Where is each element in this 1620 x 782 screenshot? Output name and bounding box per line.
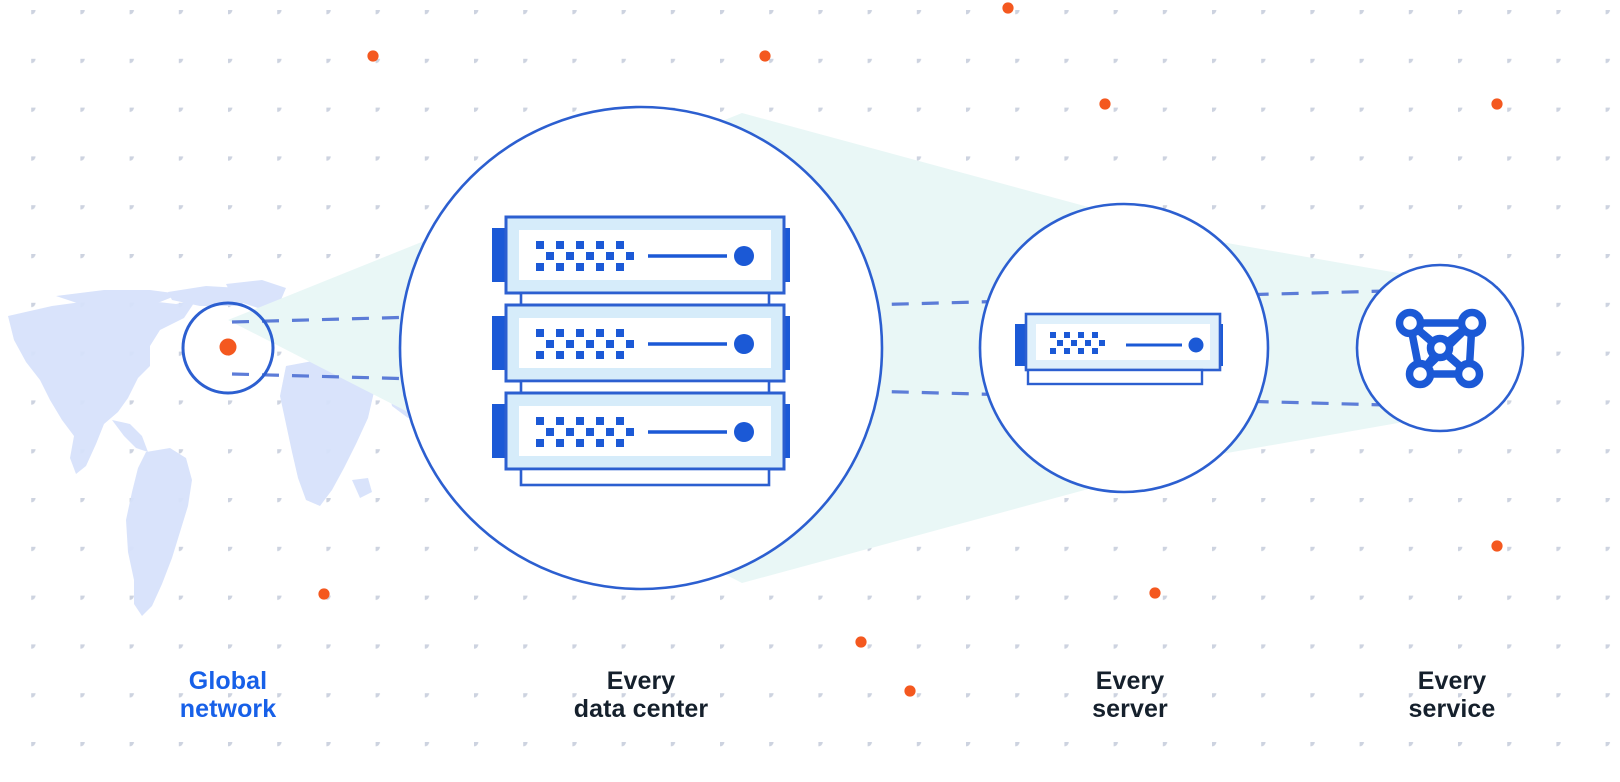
network-mesh-icon <box>1395 308 1487 389</box>
mesh-node <box>1454 359 1484 389</box>
status-led <box>734 422 754 442</box>
accent-dot <box>1491 540 1503 552</box>
rack-unit <box>492 215 790 311</box>
vent-dots <box>536 417 634 447</box>
status-led <box>734 246 754 266</box>
accent-dot <box>759 50 771 62</box>
status-led <box>1188 337 1204 353</box>
accent-dot <box>1002 2 1014 14</box>
map-location-marker <box>219 338 237 356</box>
vent-dots <box>536 241 634 271</box>
accent-dots <box>318 2 1503 697</box>
accent-dot <box>1099 98 1111 110</box>
mesh-node <box>1426 334 1454 362</box>
accent-dot <box>1149 587 1161 599</box>
accent-dot <box>367 50 379 62</box>
accent-dot <box>855 636 867 648</box>
accent-dot <box>318 588 330 600</box>
mesh-node <box>1405 359 1435 389</box>
server-rack-illustration <box>492 215 790 487</box>
accent-dot <box>904 685 916 697</box>
mesh-node <box>1395 308 1425 338</box>
vent-dots <box>536 329 634 359</box>
single-server-illustration <box>1015 312 1223 386</box>
rack-unit <box>492 391 790 487</box>
vent-dots <box>1050 332 1105 354</box>
accent-dot <box>1491 98 1503 110</box>
map-highlight-circle <box>181 301 275 395</box>
status-led <box>734 334 754 354</box>
mesh-node <box>1457 308 1487 338</box>
